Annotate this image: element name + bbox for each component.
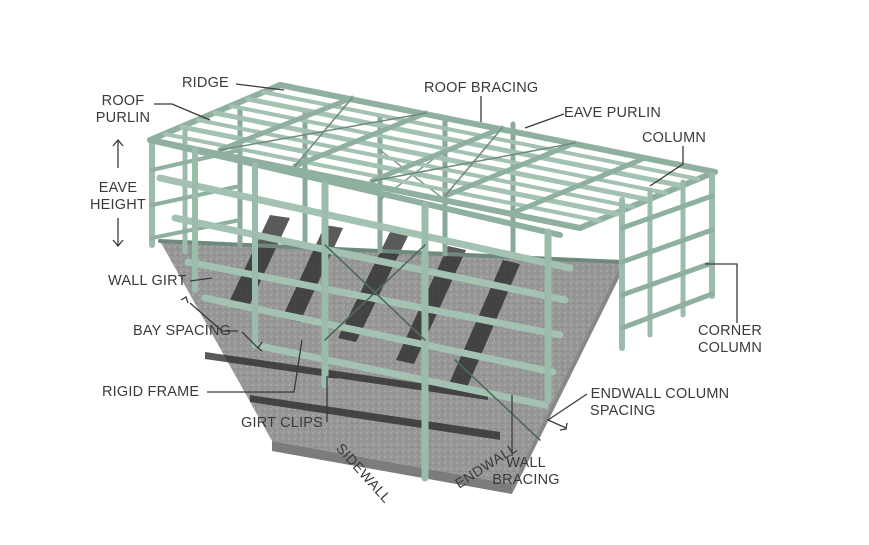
label-wall-bracing: WALL BRACING xyxy=(486,455,566,489)
label-roof-purlin-line1: ROOF xyxy=(101,93,145,109)
front-sidewall xyxy=(147,137,574,482)
label-endwall-column-spacing-line1: ENDWALL COLUMN xyxy=(590,386,730,402)
label-girt-clips: GIRT CLIPS xyxy=(241,415,324,431)
leader-arrows xyxy=(112,138,568,431)
label-corner-column: CORNER COLUMN xyxy=(690,323,770,357)
label-ridge: RIDGE xyxy=(182,75,229,91)
label-roof-bracing: ROOF BRACING xyxy=(424,80,539,96)
label-eave-height: EAVE HEIGHT xyxy=(86,180,150,214)
label-bay-spacing: BAY SPACING xyxy=(133,323,232,339)
label-corner-column-line2: COLUMN xyxy=(697,340,763,356)
label-wall-bracing-line2: BRACING xyxy=(492,472,560,488)
label-corner-column-line1: CORNER xyxy=(697,323,763,339)
label-eave-height-line1: EAVE xyxy=(98,180,138,196)
floor-slab xyxy=(160,241,622,494)
label-eave-purlin: EAVE PURLIN xyxy=(564,105,662,121)
label-column: COLUMN xyxy=(642,130,707,146)
label-roof-purlin-line2: PURLIN xyxy=(95,110,151,126)
label-roof-purlin: ROOF PURLIN xyxy=(91,93,155,127)
label-wall-bracing-line1: WALL xyxy=(506,455,546,471)
label-wall-girt: WALL GIRT xyxy=(108,273,187,289)
label-rigid-frame: RIGID FRAME xyxy=(102,384,200,400)
label-endwall-column-spacing: ENDWALL COLUMN SPACING xyxy=(587,386,733,420)
label-eave-height-line2: HEIGHT xyxy=(90,197,146,213)
roof-frame xyxy=(147,82,718,231)
right-endwall xyxy=(619,172,715,351)
leader-lines xyxy=(117,83,738,456)
label-endwall-column-spacing-line2: SPACING xyxy=(590,403,656,419)
